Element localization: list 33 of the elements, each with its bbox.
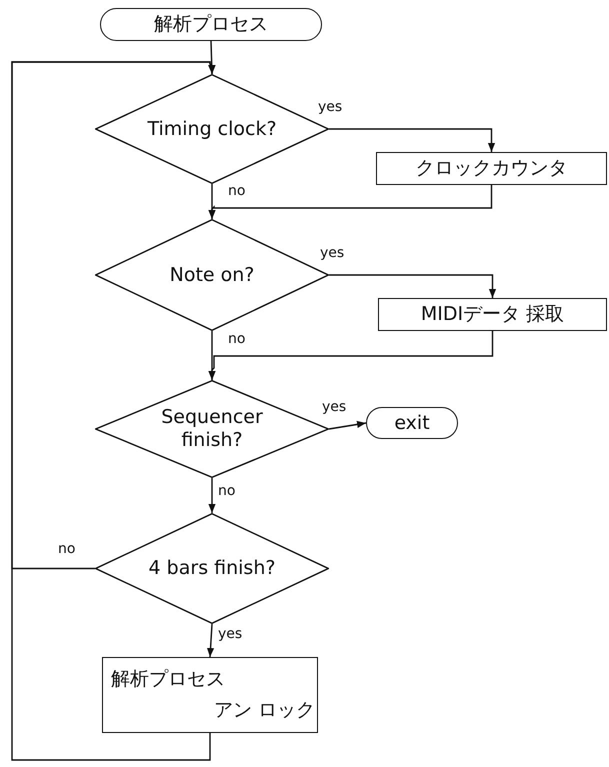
node-label: 解析プロセス xyxy=(154,13,268,36)
node-label: アン ロック xyxy=(212,698,316,722)
decision-diamond xyxy=(95,513,329,624)
edge-label: no xyxy=(58,542,76,557)
process-box xyxy=(102,657,318,733)
node-label: Sequencer finish? xyxy=(160,406,264,452)
arrow xyxy=(206,624,214,658)
arrow xyxy=(208,478,216,513)
node-label: 解析プロセス xyxy=(110,668,226,692)
node-label: クロックカウンタ xyxy=(416,157,568,180)
arrow xyxy=(208,331,494,380)
terminal-box xyxy=(100,8,322,41)
node-label: Note on? xyxy=(168,264,256,286)
edge-label: yes xyxy=(218,627,242,642)
node-label: exit xyxy=(394,412,430,434)
arrow xyxy=(328,420,366,430)
edge-label: no xyxy=(228,332,246,347)
process-box xyxy=(376,152,607,185)
edge-label: yes xyxy=(322,400,346,415)
arrow xyxy=(329,274,496,298)
node-label: Timing clock? xyxy=(146,118,278,140)
arrow xyxy=(208,40,216,74)
node-label: MIDIデータ 採取 xyxy=(420,303,564,326)
terminal-box xyxy=(366,407,458,439)
node-label: 4 bars finish? xyxy=(148,557,276,580)
edge-label: yes xyxy=(318,100,342,115)
arrow xyxy=(329,128,496,152)
edge-label: no xyxy=(228,184,246,199)
arrow xyxy=(208,185,492,219)
process-box xyxy=(378,298,607,331)
edge-label: no xyxy=(218,484,236,499)
arrow xyxy=(11,61,216,761)
edge-label: yes xyxy=(320,246,344,261)
